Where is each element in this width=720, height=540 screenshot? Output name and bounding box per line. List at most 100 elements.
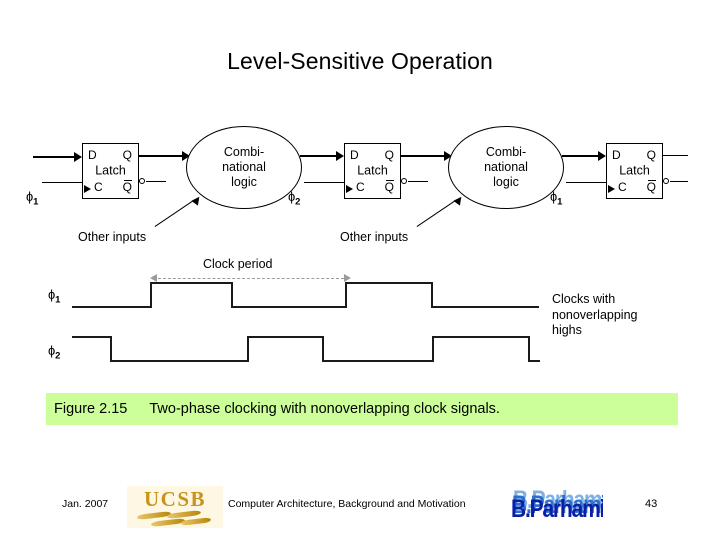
arrowhead-cloud2-input — [444, 151, 452, 161]
cloud-1-line-2: national — [222, 159, 266, 174]
wire-qbar-latch-2 — [408, 181, 428, 183]
author-logo-layer-back: B.Parhami — [513, 490, 603, 515]
other-inputs-arrow-1-line — [154, 199, 196, 228]
other-inputs-arrow-1 — [154, 194, 225, 232]
figure-caption-text: Two-phase clocking with nonoverlapping c… — [149, 401, 500, 417]
clock-period-arrow-right — [344, 274, 351, 282]
phi1-seg-high-1 — [150, 282, 233, 284]
wire-stage1-to-cloud1 — [139, 155, 185, 158]
phi2-edge-fall-3 — [528, 336, 530, 362]
cloud-1-line-1: Combi- — [223, 144, 265, 159]
latch-1-pin-q: Q — [122, 148, 132, 162]
phi2-seg-low-3 — [528, 360, 540, 362]
figure-caption: Figure 2.15 Two-phase clocking with nono… — [46, 393, 678, 425]
phi1-edge-fall-1 — [231, 282, 233, 308]
latch-2-pin-d: D — [350, 148, 359, 162]
clock-label-phi1-stage3: ɸ1 — [550, 189, 563, 208]
nonoverlapping-note-line-1: Clocks with — [552, 292, 616, 306]
waveform-label-phi2: ɸ2 — [48, 343, 61, 362]
latch-2-pin-c: C — [356, 180, 365, 194]
phi1-seg-low-2 — [231, 306, 346, 308]
ucsb-logo-wave-2 — [166, 509, 202, 520]
latch-block-3[interactable]: D Q Latch C Q — [606, 143, 663, 199]
latch-2-pin-qbar: Q — [384, 180, 394, 194]
waveform-label-phi2-sub: 2 — [55, 350, 61, 362]
clock-label-phi2-stage2-sub: 2 — [295, 196, 301, 208]
author-logo: B.Parhami B.Parhami B.Parhami — [511, 490, 603, 524]
footer-page-number: 43 — [645, 498, 658, 510]
other-inputs-arrow-2-head — [453, 194, 465, 206]
latch-2-qbar-overline — [386, 179, 394, 181]
latch-3-qbar-overline — [648, 179, 656, 181]
ucsb-logo: UCSB — [127, 486, 223, 528]
phi1-seg-low-1 — [72, 306, 151, 308]
latch-2-clock-triangle — [346, 185, 353, 193]
figure-caption-number: Figure 2.15 — [54, 401, 128, 417]
phi2-seg-high-3 — [432, 336, 530, 338]
clock-label-phi1-stage1-sub: 1 — [33, 196, 39, 208]
latch-1-pin-d: D — [88, 148, 97, 162]
cloud-1-line-3: logic — [231, 175, 257, 190]
wire-cloud1-to-stage2 — [300, 155, 340, 158]
cloud-2-line-1: Combi- — [485, 144, 527, 159]
ucsb-logo-text: UCSB — [143, 487, 207, 511]
other-inputs-arrow-2-line — [416, 199, 458, 228]
combinational-logic-block-2[interactable]: Combi- national logic — [448, 126, 564, 209]
phi2-seg-low-2 — [322, 360, 434, 362]
latch-3-pin-q: Q — [646, 148, 656, 162]
wire-input-stage1 — [33, 156, 77, 159]
latch-3-label: Latch — [619, 163, 650, 178]
footer-date: Jan. 2007 — [62, 498, 109, 510]
latch-3-pin-d: D — [612, 148, 621, 162]
arrowhead-cloud1-input — [182, 151, 190, 161]
latch-1-qbar-overline — [124, 179, 132, 181]
latch-block-2[interactable]: D Q Latch C Q — [344, 143, 401, 199]
latch-1-pin-qbar: Q — [122, 180, 132, 194]
latch-1-clock-triangle — [84, 185, 91, 193]
latch-3-pin-c: C — [618, 180, 627, 194]
latch-1-output-bubble — [139, 178, 145, 184]
latch-1-pin-c: C — [94, 180, 103, 194]
phi1-seg-high-2 — [345, 282, 433, 284]
latch-3-clock-triangle — [608, 185, 615, 193]
latch-3-output-bubble — [663, 178, 669, 184]
author-logo-layer-mid: B.Parhami — [512, 491, 603, 520]
wire-clock-latch-2 — [304, 182, 345, 184]
phi2-seg-high-2 — [247, 336, 324, 338]
latch-2-output-bubble — [401, 178, 407, 184]
latch-2-pin-q: Q — [384, 148, 394, 162]
other-inputs-label-2: Other inputs — [340, 230, 409, 244]
slide-footer: Jan. 2007 UCSB Computer Architecture, Ba… — [0, 486, 720, 530]
phi2-seg-low-1 — [110, 360, 249, 362]
clock-label-phi2-stage2: ɸ2 — [288, 189, 301, 208]
phi2-edge-fall-1 — [110, 336, 112, 362]
wire-output-stage3 — [663, 155, 688, 157]
timing-diagram: Clock period ɸ1 ɸ2 Clocks with nonoverla… — [0, 252, 720, 377]
phi1-edge-rise-1 — [150, 282, 152, 308]
nonoverlapping-note-line-3: highs — [552, 323, 582, 338]
phi1-edge-rise-2 — [345, 282, 347, 308]
nonoverlapping-note: Clocks with nonoverlapping highs — [552, 292, 638, 339]
combinational-logic-block-1[interactable]: Combi- national logic — [186, 126, 302, 209]
wire-cloud2-to-stage3 — [562, 155, 602, 158]
cloud-2-line-3: logic — [493, 175, 519, 190]
wire-qbar-latch-3 — [670, 181, 688, 183]
author-logo-layer-front: B.Parhami — [511, 495, 603, 524]
waveform-label-phi1-sub: 1 — [55, 294, 61, 306]
latch-2-label: Latch — [357, 163, 388, 178]
clock-period-dashed-line — [158, 278, 344, 279]
other-inputs-arrow-2 — [416, 194, 487, 232]
latch-block-1[interactable]: D Q Latch C Q — [82, 143, 139, 199]
arrowhead-input-stage1 — [74, 152, 82, 162]
nonoverlapping-note-line-2: nonoverlapping — [552, 307, 638, 322]
phi1-edge-fall-2 — [431, 282, 433, 308]
phi2-edge-rise-2 — [432, 336, 434, 362]
phi2-edge-rise-1 — [247, 336, 249, 362]
wire-clock-latch-1 — [42, 182, 83, 184]
other-inputs-label-1: Other inputs — [78, 230, 147, 244]
clock-label-phi1-stage1: ɸ1 — [26, 189, 39, 208]
other-inputs-arrow-1-head — [191, 194, 203, 206]
ucsb-logo-wave-4 — [180, 517, 212, 526]
arrowhead-stage2-input — [336, 151, 344, 161]
wire-qbar-latch-1 — [146, 181, 166, 183]
